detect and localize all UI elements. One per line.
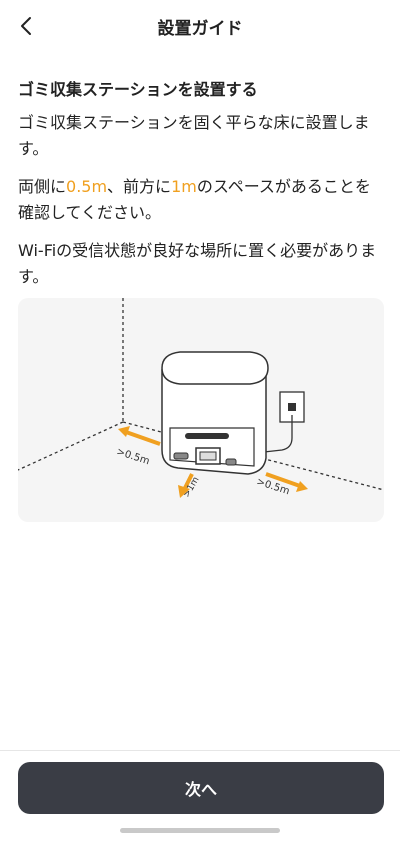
section-title: ゴミ収集ステーションを設置する [18,80,258,99]
chevron-left-icon [21,17,31,35]
dock-wheel-left [173,452,189,460]
text-segment: のスペースがあることを確認してください。 [18,177,371,222]
back-button[interactable] [10,10,42,42]
dock-lid [161,351,269,385]
outlet-plug [288,403,296,411]
left-clearance-label: >0.5m [115,446,151,467]
instruction-space: 両側に0.5m、前方に1mのスペースがあることを確認してください。 [18,174,384,226]
instruction-wifi: Wi-Fiの受信状態が良好な場所に置く必要があります。 [18,241,377,286]
power-cable [263,415,293,453]
dock-wheel-right [225,458,237,466]
text-segment: 、前方に [107,177,172,196]
floor-left-line [18,421,124,471]
arrow-left [118,426,161,446]
dock-port-inner [199,451,217,461]
guide-content: ゴミ収集ステーションを設置する ゴミ収集ステーションを固く平らな床に設置します。… [18,76,384,302]
arrow-right [265,472,308,492]
page-title: 設置ガイド [157,19,243,39]
placement-diagram: >0.5m >0.5m >1m [18,298,384,500]
arrow-front [178,473,194,498]
instruction-floor: ゴミ収集ステーションを固く平らな床に設置します。 [18,113,370,158]
front-clearance-value: 1m [171,177,197,196]
front-clearance-label: >1m [182,475,202,499]
dock-slot [185,433,229,439]
header: 設置ガイド [0,0,400,54]
placement-illustration: >0.5m >0.5m >1m [18,298,384,522]
side-clearance-value: 0.5m [66,177,108,196]
home-indicator [120,828,280,833]
next-button[interactable]: 次へ [18,762,384,814]
text-segment: 両側に [18,177,67,196]
footer-divider [0,750,400,751]
